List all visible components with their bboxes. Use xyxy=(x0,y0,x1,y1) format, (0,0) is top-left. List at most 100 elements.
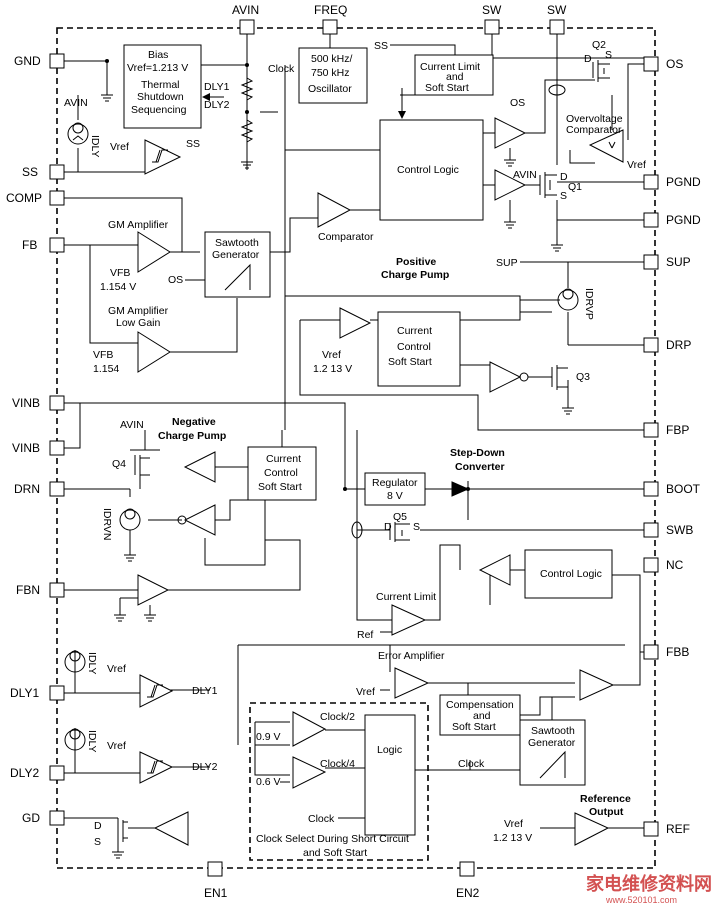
neg-cc-3: Soft Start xyxy=(258,481,302,493)
q1-s: S xyxy=(560,190,567,202)
clk4-label: Clock/4 xyxy=(320,758,355,770)
pin-freq: FREQ xyxy=(314,3,347,17)
q2-d: D xyxy=(584,53,592,65)
step-down-1: Step-Down xyxy=(450,447,505,459)
error-amplifier xyxy=(394,667,430,699)
blocks: Bias Vref=1.213 V Thermal Shutdown Seque… xyxy=(64,39,646,861)
pin-os-box xyxy=(643,56,659,72)
boot-diode xyxy=(451,481,470,497)
pin-pgnd1: PGND xyxy=(666,175,701,189)
pin-dly2-box xyxy=(49,765,65,781)
avin-neg: AVIN xyxy=(120,419,144,431)
pin-fbp: FBP xyxy=(666,423,689,437)
pcp-line-2: Charge Pump xyxy=(381,269,449,281)
cl-line-2: and xyxy=(446,71,464,83)
fbn-amplifier xyxy=(137,574,170,606)
v09-label: 0.9 V xyxy=(256,731,281,743)
oscillator-block xyxy=(298,47,368,104)
pwm-comparator-buck xyxy=(579,669,615,701)
dly1-out: DLY1 xyxy=(192,685,218,697)
vref-dly2: Vref xyxy=(107,740,126,752)
ov-line-1: Overvoltage xyxy=(566,113,623,125)
comp-line-1: Compensation xyxy=(446,699,514,711)
gd-driver xyxy=(153,811,189,846)
sup-signal: SUP xyxy=(496,257,518,269)
pin-swb: SWB xyxy=(666,523,693,537)
pin-sw2: SW xyxy=(547,3,567,17)
watermark-url: www.520101.com xyxy=(605,895,677,905)
overvoltage-comparator xyxy=(588,129,624,163)
q1-d: D xyxy=(560,171,568,183)
pin-ss: SS xyxy=(22,165,38,179)
buck-saw-1: Sawtooth xyxy=(531,725,575,737)
pin-gd: GD xyxy=(22,811,40,825)
pin-ss-box xyxy=(49,164,65,180)
pos-inverter xyxy=(489,361,522,393)
vref-dly1: Vref xyxy=(107,663,126,675)
pin-sup: SUP xyxy=(666,255,691,269)
bias-line-2: Vref=1.213 V xyxy=(127,62,188,74)
neg-current-control xyxy=(247,446,317,501)
dly2-signal: DLY2 xyxy=(204,99,230,111)
reg-line-2: 8 V xyxy=(387,490,403,502)
pin-drn: DRN xyxy=(14,482,40,496)
pin-swb-box xyxy=(643,522,659,538)
pin-boot: BOOT xyxy=(666,482,701,496)
idrvn-label: IDRVN xyxy=(101,508,113,540)
driver-q1 xyxy=(494,169,527,201)
current-limit-block xyxy=(414,54,494,96)
ov-line-2: Comparator xyxy=(566,124,622,136)
reg-line-1: Regulator xyxy=(372,477,418,489)
pin-ref: REF xyxy=(666,822,690,836)
gm-amplifier xyxy=(137,231,171,273)
pin-sw1-box xyxy=(484,19,500,35)
pin-sup-box xyxy=(643,254,659,270)
vfb-line-1: VFB xyxy=(110,267,130,279)
clock4-comparator xyxy=(292,756,327,789)
pos-cc-3: Soft Start xyxy=(388,356,432,368)
control-logic-main xyxy=(379,119,484,221)
pin-drp: DRP xyxy=(666,338,691,352)
sawtooth-generator xyxy=(204,231,271,298)
pin-fbn: FBN xyxy=(16,583,40,597)
pin-pgnd2: PGND xyxy=(666,213,701,227)
gd-s: S xyxy=(94,836,101,848)
pin-drn-box xyxy=(49,481,65,497)
wires xyxy=(62,20,645,868)
current-limit-label: Current Limit xyxy=(376,591,436,603)
clock-select-1: Clock Select During Short Circuit xyxy=(256,833,409,845)
pin-gnd: GND xyxy=(14,54,41,68)
osc-line-3: Oscillator xyxy=(308,83,352,95)
gm-low-gain-amplifier xyxy=(137,331,171,373)
pin-pgnd1-box xyxy=(643,174,659,190)
neg-cc-2: Control xyxy=(264,467,298,479)
q2-label: Q2 xyxy=(592,39,606,51)
clock2-comparator xyxy=(292,711,327,747)
vref-err: Vref xyxy=(356,686,375,698)
q2-s: S xyxy=(605,49,612,61)
os-saw: OS xyxy=(168,274,183,286)
pos-amplifier xyxy=(339,307,372,339)
gd-d: D xyxy=(94,820,102,832)
pin-vinb2: VINB xyxy=(12,441,40,455)
q5-label: Q5 xyxy=(393,511,407,523)
pin-fbn-box xyxy=(49,582,65,598)
bias-line-5: Sequencing xyxy=(131,104,187,116)
pin-os: OS xyxy=(666,57,683,71)
neg-cc-1: Current xyxy=(266,453,301,465)
buck-sawtooth xyxy=(519,719,586,786)
q1-label: Q1 xyxy=(568,181,582,193)
pin-dly1: DLY1 xyxy=(10,686,39,700)
clk2-label: Clock/2 xyxy=(320,711,355,723)
clock-bot-label: Clock xyxy=(308,813,335,825)
dly2-out: DLY2 xyxy=(192,761,218,773)
vref-ref-1: Vref xyxy=(504,818,523,830)
dly1-signal: DLY1 xyxy=(204,81,230,93)
comp-line-2: and xyxy=(473,710,491,722)
osc-line-1: 500 kHz/ xyxy=(311,53,353,65)
pin-pgnd2-box xyxy=(643,212,659,228)
pin-en2: EN2 xyxy=(456,886,480,900)
pin-en1: EN1 xyxy=(204,886,228,900)
reference-buffer xyxy=(574,812,610,846)
pin-dly2: DLY2 xyxy=(10,766,39,780)
